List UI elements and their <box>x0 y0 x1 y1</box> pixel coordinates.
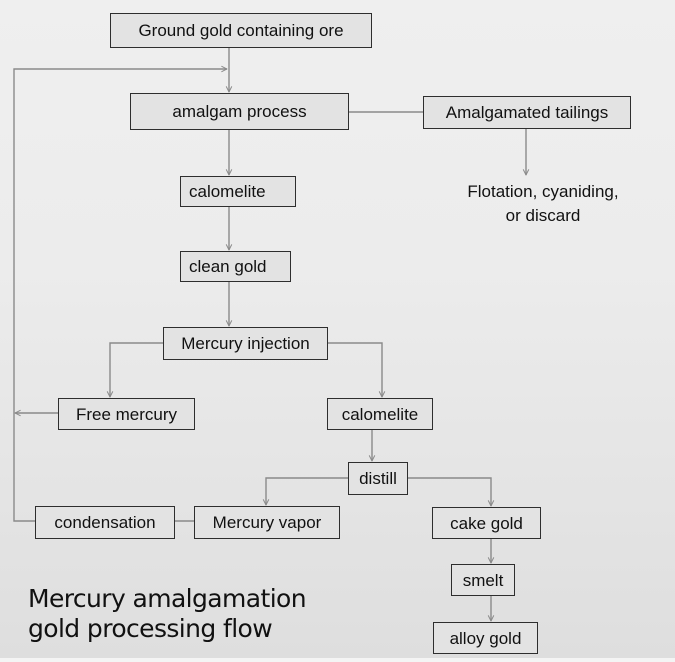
edge-injection-to-free-mercury <box>110 342 164 397</box>
node-label: smelt <box>462 570 504 590</box>
bottom-border <box>0 658 675 662</box>
node-clean-gold: clean gold <box>180 251 291 282</box>
node-alloy-gold: alloy gold <box>433 622 538 654</box>
node-label: Free mercury <box>75 404 178 424</box>
node-label: Ground gold containing ore <box>138 21 344 40</box>
node-label: Amalgamated tailings <box>445 103 609 122</box>
node-calomelite-2: calomelite <box>327 398 433 430</box>
node-free-mercury: Free mercury <box>58 398 195 430</box>
node-label: distill <box>359 469 397 488</box>
node-label: amalgam process <box>172 102 307 121</box>
node-label: Mercury injection <box>181 334 310 353</box>
node-label: calomelite <box>189 182 266 201</box>
node-distill: distill <box>348 462 408 495</box>
tailings-outcome-line1: Flotation, cyaniding, <box>467 182 619 201</box>
node-amalgamated-tailings: Amalgamated tailings <box>423 96 631 129</box>
node-label: condensation <box>54 513 156 532</box>
node-cake-gold: cake gold <box>432 507 541 539</box>
diagram-title: Mercury amalgamation gold processing flo… <box>28 584 307 644</box>
tailings-outcome-text: Flotation, cyaniding, or discard <box>440 180 646 228</box>
node-mercury-vapor: Mercury vapor <box>194 506 340 539</box>
node-mercury-injection: Mercury injection <box>163 327 328 360</box>
node-label: alloy gold <box>449 628 522 648</box>
edge-recycle-loop <box>13 69 227 522</box>
node-label: cake gold <box>450 513 523 533</box>
node-ground-gold-ore: Ground gold containing ore <box>110 13 372 48</box>
diagram-title-line2: gold processing flow <box>28 614 273 643</box>
node-calomelite-1: calomelite <box>180 176 296 207</box>
node-label: clean gold <box>189 257 267 276</box>
node-label: Mercury vapor <box>212 513 322 532</box>
node-label: calomelite <box>341 404 419 424</box>
tailings-outcome-line2: or discard <box>505 206 581 225</box>
node-amalgam-process: amalgam process <box>130 93 349 130</box>
edge-injection-to-calomelite <box>327 342 382 397</box>
node-condensation: condensation <box>35 506 175 539</box>
node-smelt: smelt <box>451 564 515 596</box>
edge-distill-to-cake-gold <box>407 477 491 506</box>
edge-distill-to-vapor <box>266 477 348 505</box>
diagram-title-line1: Mercury amalgamation <box>28 584 307 613</box>
